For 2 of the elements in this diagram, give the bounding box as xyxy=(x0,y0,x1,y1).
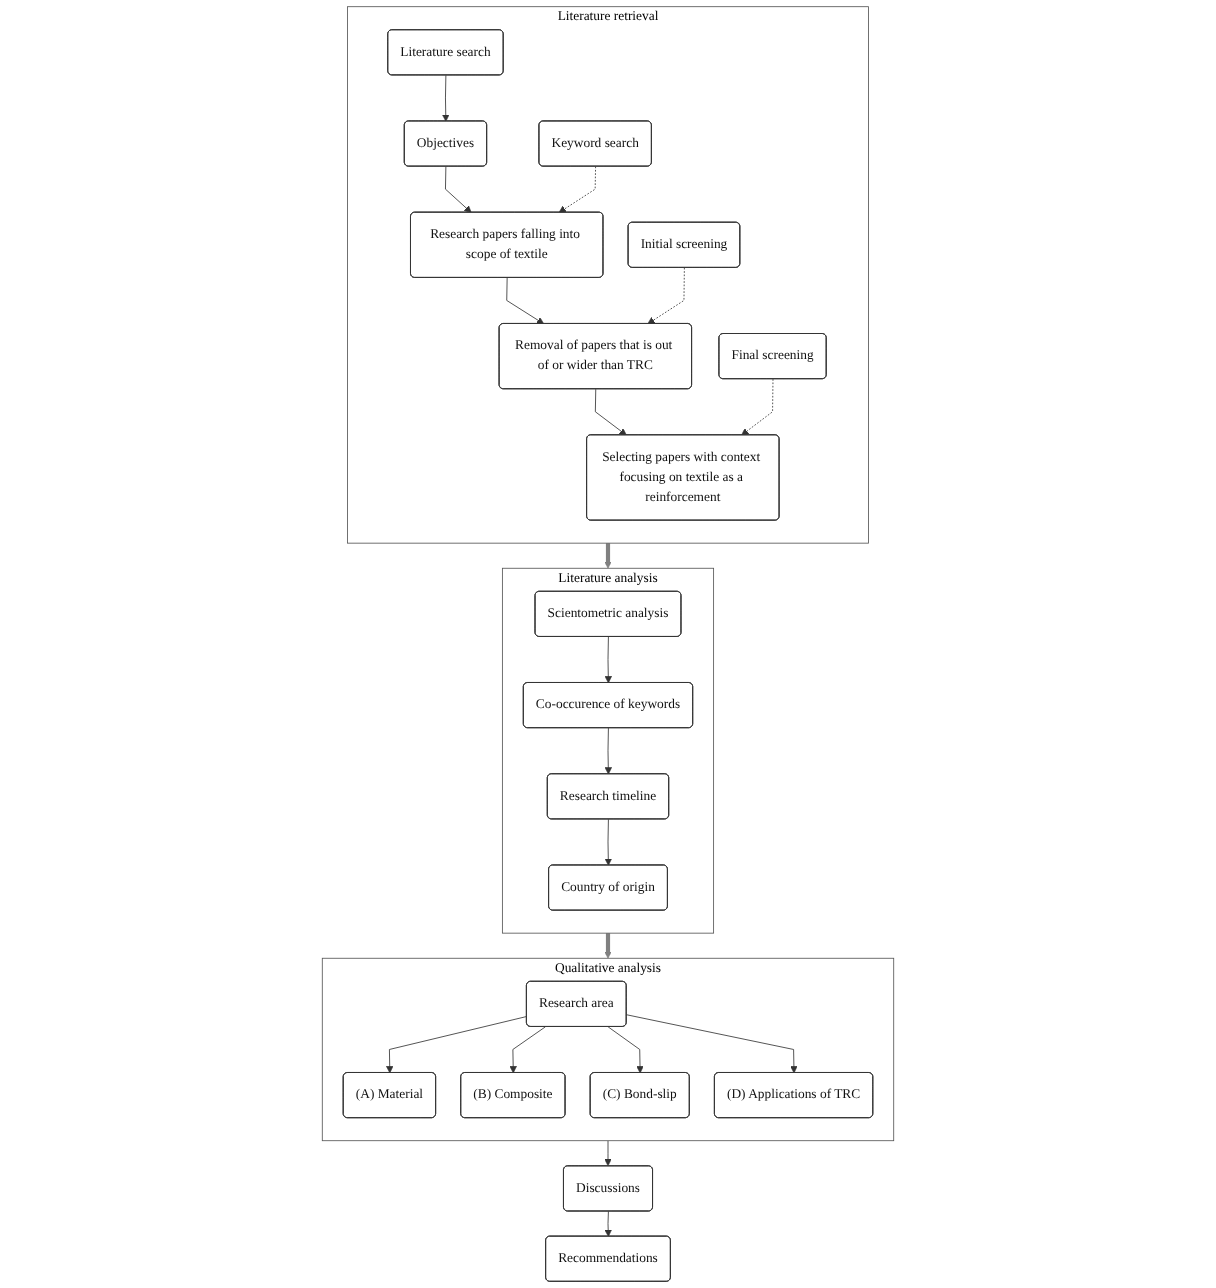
arrow xyxy=(604,543,612,569)
arrow xyxy=(604,933,612,959)
